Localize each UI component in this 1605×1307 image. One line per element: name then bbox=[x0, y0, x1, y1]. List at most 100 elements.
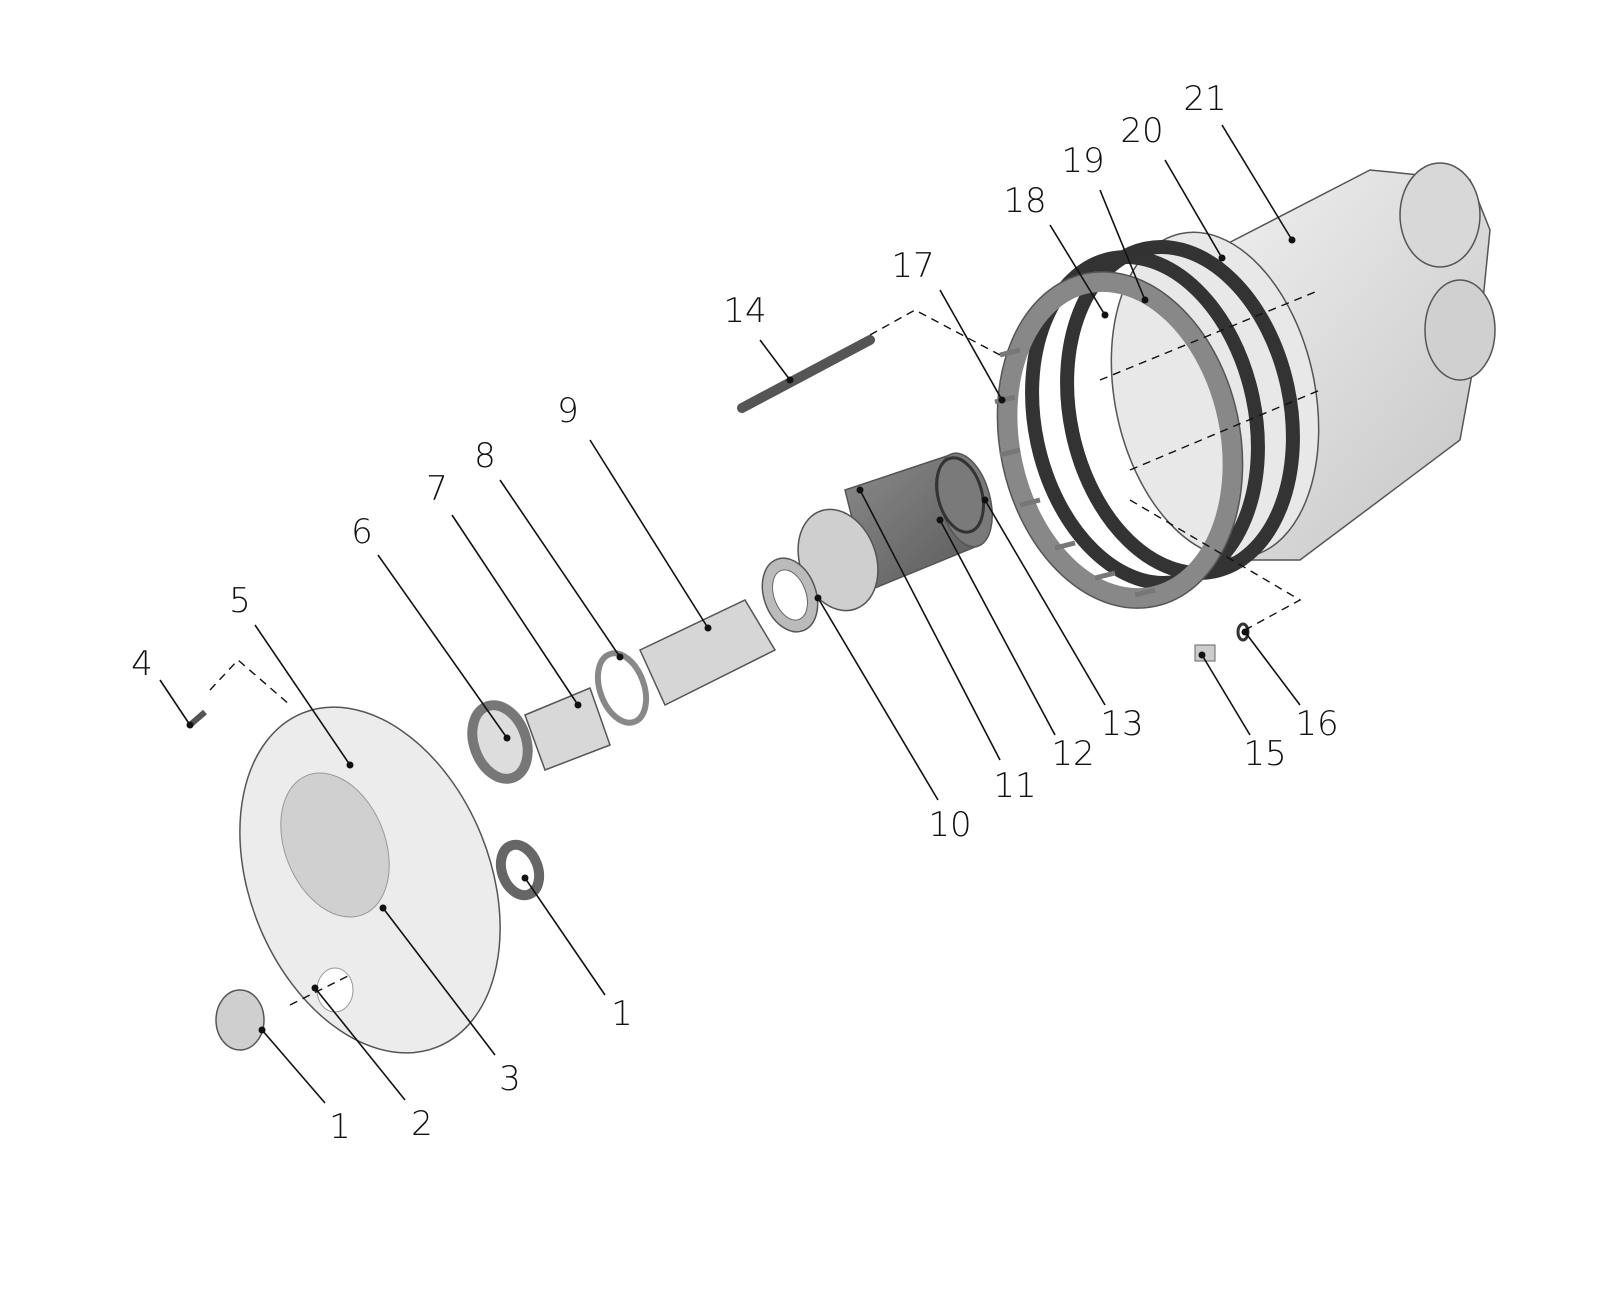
part-17-bolts bbox=[994, 347, 1156, 598]
callout-1: 1 bbox=[258, 1026, 351, 1147]
part-1-nut bbox=[495, 839, 545, 901]
callout-label: 14 bbox=[723, 291, 766, 331]
leader-dot bbox=[346, 761, 354, 769]
leader-line bbox=[377, 554, 508, 739]
callout-18: 18 bbox=[1003, 181, 1109, 319]
leader-line bbox=[1244, 631, 1301, 706]
part-12-cylinder bbox=[844, 452, 993, 592]
leader-dot bbox=[1241, 628, 1249, 636]
leader-line bbox=[859, 489, 1001, 761]
leader-line bbox=[1049, 224, 1106, 316]
part-5-grille bbox=[239, 706, 501, 1054]
callout-10: 10 bbox=[814, 594, 972, 845]
leader-line bbox=[254, 624, 351, 766]
callout-label: 20 bbox=[1120, 111, 1163, 151]
callout-label: 8 bbox=[474, 436, 496, 476]
callout-13: 13 bbox=[981, 496, 1144, 744]
part-7-sleeve bbox=[524, 687, 611, 771]
leader-line bbox=[524, 877, 606, 996]
callout-label: 6 bbox=[351, 512, 373, 552]
part-9-tube bbox=[639, 599, 777, 707]
leader-dot bbox=[379, 904, 387, 912]
leader-line bbox=[499, 479, 621, 658]
leader-dot bbox=[258, 1026, 266, 1034]
callout-21: 21 bbox=[1183, 79, 1296, 244]
leader-dot bbox=[786, 376, 794, 384]
part-10-flange bbox=[761, 508, 879, 633]
callout-16: 16 bbox=[1241, 628, 1339, 744]
callout-12: 12 bbox=[936, 516, 1095, 774]
callout-label: 7 bbox=[426, 469, 448, 509]
callout-label: 2 bbox=[411, 1104, 433, 1144]
leader-line bbox=[451, 514, 579, 706]
leader-line bbox=[939, 289, 1003, 401]
callout-20: 20 bbox=[1120, 111, 1226, 262]
callout-8: 8 bbox=[474, 436, 624, 661]
leader-dot bbox=[186, 721, 194, 729]
leader-dot bbox=[1101, 311, 1109, 319]
leader-dot bbox=[704, 624, 712, 632]
callout-label: 13 bbox=[1100, 704, 1143, 744]
callout-9: 9 bbox=[557, 391, 712, 632]
leader-dot bbox=[814, 594, 822, 602]
callout-5: 5 bbox=[229, 581, 354, 769]
leader-line bbox=[1099, 189, 1146, 301]
leader-dot bbox=[1141, 296, 1149, 304]
leader-dot bbox=[521, 874, 529, 882]
callout-1: 1 bbox=[521, 874, 633, 1034]
leader-dot bbox=[981, 496, 989, 504]
callout-label: 9 bbox=[557, 391, 579, 431]
callout-7: 7 bbox=[426, 469, 582, 709]
leader-dot bbox=[1218, 254, 1226, 262]
leader-dot bbox=[1198, 651, 1206, 659]
callout-3: 3 bbox=[379, 904, 521, 1099]
leader-line bbox=[159, 679, 191, 726]
leader-dot bbox=[503, 734, 511, 742]
callout-label: 1 bbox=[329, 1107, 351, 1147]
part-6-ring bbox=[467, 700, 533, 784]
leader-dot bbox=[856, 486, 864, 494]
leader-dot bbox=[616, 653, 624, 661]
callout-label: 3 bbox=[499, 1059, 521, 1099]
leader-line bbox=[1221, 124, 1293, 241]
part-8-ring bbox=[594, 650, 650, 726]
callout-14: 14 bbox=[723, 291, 794, 384]
leader-line bbox=[759, 339, 791, 381]
callout-label: 1 bbox=[611, 994, 633, 1034]
callout-19: 19 bbox=[1061, 141, 1149, 304]
leader-dot bbox=[1288, 236, 1296, 244]
part-1-cap bbox=[215, 989, 265, 1051]
leader-line bbox=[1201, 654, 1251, 736]
leader-line bbox=[939, 519, 1056, 736]
leader-dot bbox=[311, 984, 319, 992]
callout-label: 15 bbox=[1243, 734, 1286, 774]
part-14-rod bbox=[737, 335, 875, 413]
callout-6: 6 bbox=[351, 512, 511, 742]
callout-label: 10 bbox=[928, 805, 971, 845]
callout-15: 15 bbox=[1198, 651, 1287, 774]
leader-line bbox=[589, 439, 709, 629]
leader-line bbox=[314, 987, 406, 1101]
callout-label: 11 bbox=[993, 766, 1036, 806]
callout-11: 11 bbox=[856, 486, 1037, 806]
callout-label: 17 bbox=[891, 246, 934, 286]
callout-4: 4 bbox=[131, 644, 194, 729]
leader-line bbox=[984, 499, 1106, 706]
leader-line bbox=[1164, 159, 1223, 259]
leader-line bbox=[382, 907, 496, 1056]
assembly-lines bbox=[209, 289, 1321, 1006]
callout-label: 21 bbox=[1183, 79, 1226, 119]
callout-label: 18 bbox=[1003, 181, 1046, 221]
leader-line bbox=[261, 1029, 326, 1104]
leader-line bbox=[817, 597, 939, 801]
callout-label: 4 bbox=[131, 644, 153, 684]
callout-17: 17 bbox=[891, 246, 1006, 404]
callout-label: 19 bbox=[1061, 141, 1104, 181]
leader-dot bbox=[936, 516, 944, 524]
leader-dot bbox=[574, 701, 582, 709]
callout-label: 5 bbox=[229, 581, 251, 621]
callout-label: 12 bbox=[1051, 734, 1094, 774]
part-18-ring bbox=[996, 271, 1244, 609]
